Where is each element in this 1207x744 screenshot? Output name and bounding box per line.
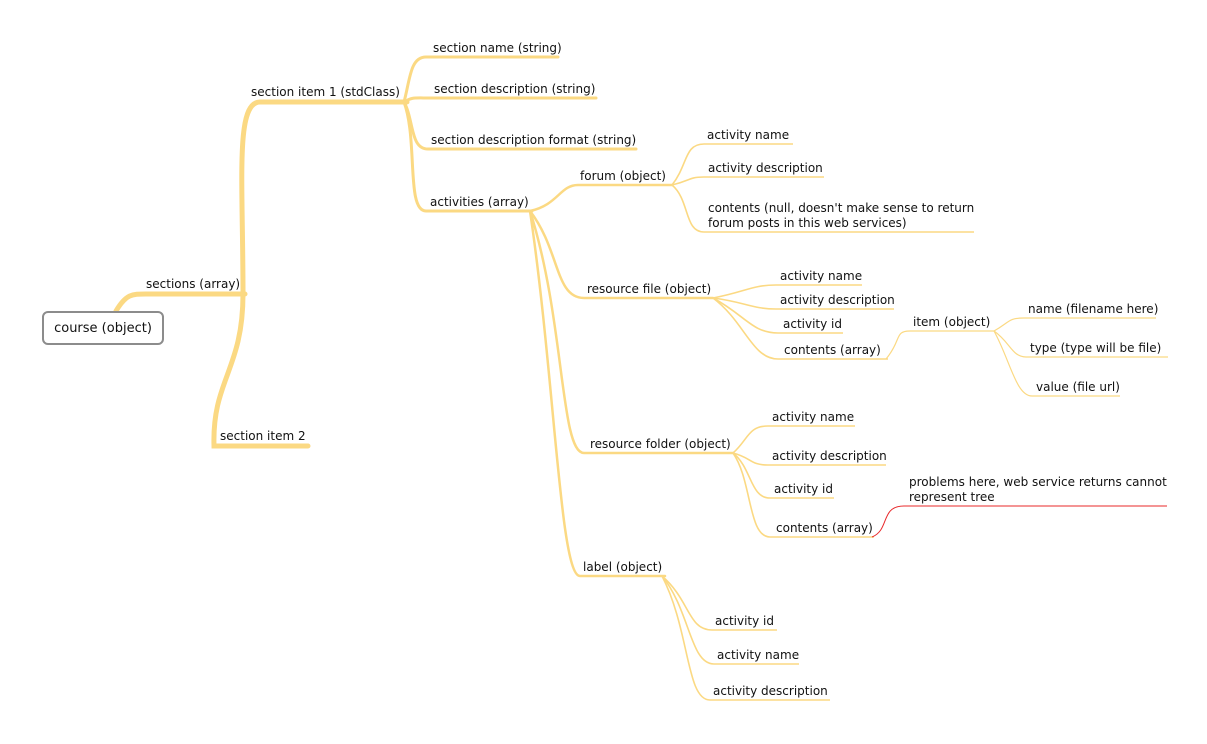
edge-folder-contents [732, 452, 874, 538]
edge-folder-name [732, 425, 855, 454]
edge-file-id [712, 297, 843, 334]
node-course[interactable]: course (object) [42, 311, 164, 345]
edge-sections-item2 [211, 291, 311, 449]
edge-file-desc [712, 297, 894, 310]
node-activities[interactable]: activities (array) [430, 195, 529, 209]
edge-forum-contents [671, 184, 974, 233]
edge-label-name [661, 575, 799, 665]
node-rfo-activity-description[interactable]: activity description [772, 449, 887, 463]
node-label-activity-id[interactable]: activity id [715, 614, 774, 628]
edge-label-id [661, 575, 777, 631]
node-section-description-format[interactable]: section description format (string) [431, 133, 637, 147]
node-rf-contents[interactable]: contents (array) [784, 343, 881, 357]
node-forum[interactable]: forum (object) [580, 169, 666, 183]
node-section-item-2[interactable]: section item 2 [220, 429, 306, 443]
node-forum-contents-line-2[interactable]: forum posts in this web services) [708, 216, 907, 230]
node-rfo-activity-id[interactable]: activity id [774, 482, 833, 496]
edge-folder-id [732, 452, 834, 499]
node-item-value[interactable]: value (file url) [1036, 380, 1120, 394]
edge-file-contents [712, 297, 888, 360]
node-section-name[interactable]: section name (string) [433, 41, 562, 55]
node-label-activity-name[interactable]: activity name [717, 648, 800, 662]
edge-course-sections [113, 291, 248, 314]
node-rfo-contents[interactable]: contents (array) [776, 521, 873, 535]
edge-item1-activities [402, 100, 534, 213]
node-rfo-activity-name[interactable]: activity name [772, 410, 855, 424]
node-item-name[interactable]: name (filename here) [1028, 302, 1159, 316]
edge-folder-desc [732, 452, 886, 466]
edge-item1-desc [402, 96, 598, 104]
node-forum-activity-name[interactable]: activity name [707, 128, 790, 142]
edge-item1-name [402, 55, 560, 104]
node-problem-line-2[interactable]: represent tree [909, 490, 995, 504]
edge-activities-folder [528, 209, 735, 455]
node-resource-file[interactable]: resource file (object) [587, 282, 712, 296]
edge-activities-forum [528, 183, 674, 213]
edge-label-desc [661, 575, 830, 701]
edge-forum-name [671, 143, 793, 186]
edge-activities-file [528, 209, 715, 300]
node-problem-line-1[interactable]: problems here, web service returns canno… [909, 475, 1167, 489]
node-item-type[interactable]: type (type will be file) [1030, 341, 1162, 355]
edge-forum-desc [671, 176, 824, 186]
edge-file-name [712, 284, 862, 299]
node-section-item-1[interactable]: section item 1 (stdClass) [251, 85, 400, 99]
node-forum-activity-description[interactable]: activity description [708, 161, 823, 175]
node-forum-contents-line-1[interactable]: contents (null, doesn't make sense to re… [708, 201, 975, 215]
edge-contents-item [885, 330, 994, 360]
edge-item-name [993, 317, 1156, 332]
node-section-description[interactable]: section description (string) [434, 82, 596, 96]
edge-activities-label [528, 209, 667, 578]
node-sections[interactable]: sections (array) [146, 277, 241, 291]
node-rf-activity-name[interactable]: activity name [780, 269, 863, 283]
edge-item-value [993, 330, 1120, 397]
node-resource-folder[interactable]: resource folder (object) [590, 437, 731, 451]
node-item[interactable]: item (object) [913, 315, 991, 329]
node-label[interactable]: label (object) [583, 560, 663, 574]
node-rf-activity-id[interactable]: activity id [783, 317, 842, 331]
node-rf-activity-description[interactable]: activity description [780, 293, 895, 307]
edge-sections-item1 [239, 99, 410, 297]
node-label-activity-description[interactable]: activity description [713, 684, 828, 698]
edge-contents-problem [871, 505, 1167, 538]
edge-item-type [993, 330, 1168, 358]
